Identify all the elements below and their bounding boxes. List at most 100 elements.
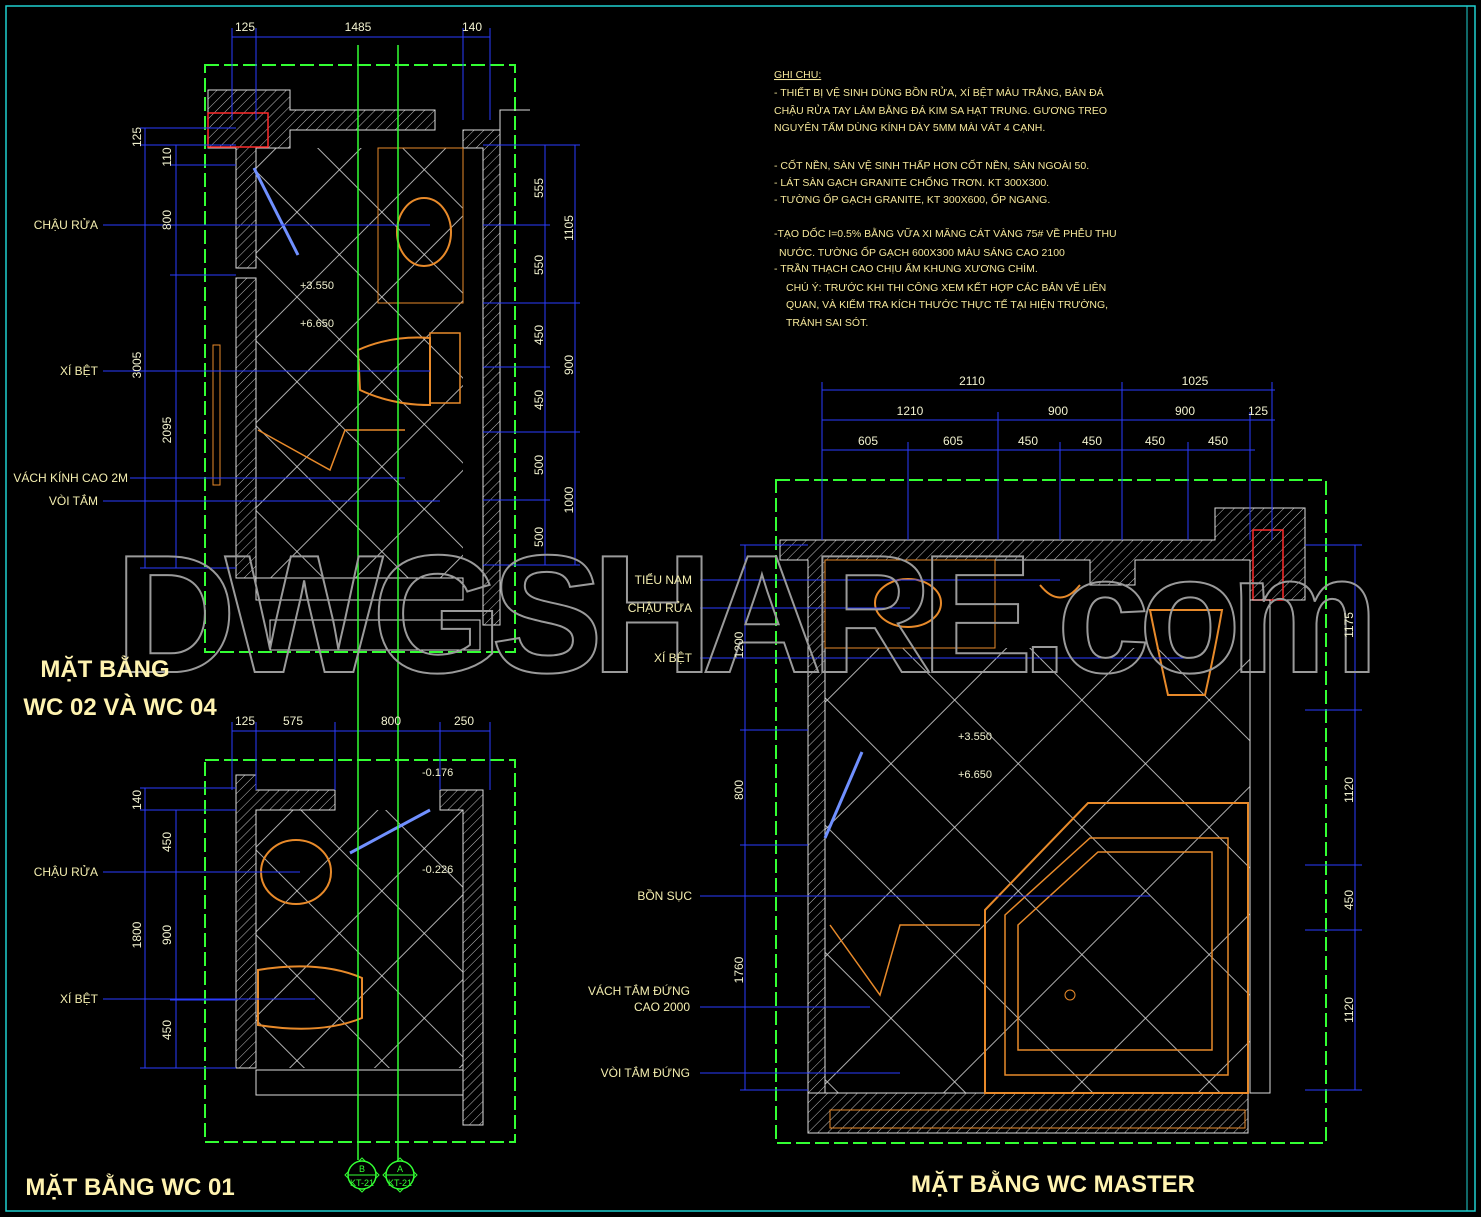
callout-label: TIỂU NAM [635,572,692,587]
dimension-text: 1210 [897,404,924,418]
floor-tiles [825,648,1250,1093]
level-marker: -0.226 [422,864,453,876]
notes-heading: GHI CHU: [774,69,821,81]
note-line: - CỐT NỀN, SÀN VỆ SINH THẤP HƠN CỐT NỀN,… [774,158,1089,172]
dimension-text: 450 [1342,890,1356,910]
drain-grate [829,1109,1246,1129]
callout-label: CAO 2000 [634,1000,690,1014]
plan-boundary [204,64,516,653]
dimension-text: 500 [532,527,546,547]
dimension-text: 140 [130,790,144,810]
glass-partition [257,429,405,472]
door-swing [252,167,300,256]
level-marker: +6.650 [958,769,992,781]
note-line: - TRẦN THẠCH CAO CHỊU ẨM KHUNG XƯƠNG CHÌ… [774,262,1038,275]
plan-title: MẶT BẰNG [40,655,169,683]
plan-wc01 [103,722,516,1143]
level-marker: +3.550 [958,731,992,743]
note-line: CHÚ Ý: TRƯỚC KHI THI CÔNG XEM KẾT HỢP CÁ… [786,281,1106,294]
sink-fixture [396,197,452,267]
dimension-text: 900 [1048,404,1068,418]
dimension-text: 1175 [1342,612,1356,638]
plan-master [700,382,1362,1144]
dimension-text: 2110 [959,374,985,388]
plan-title: MẶT BẰNG WC 01 [25,1173,234,1201]
bathtub-basin [1017,851,1213,1051]
dimension-text: 1485 [345,20,372,34]
dimension-lines [103,722,491,1069]
note-line: CHẬU RỬA TAY LÀM BẰNG ĐÁ KIM SA HẠT TRUN… [774,104,1107,117]
dimension-text: 450 [160,832,174,852]
callout-label: VÁCH TẮM ĐỨNG [588,983,690,998]
grid-bubble-a[interactable] [382,1157,418,1193]
callout-label: BỒN SỤC [637,888,692,903]
note-line: - TƯỜNG ỐP GẠCH GRANITE, KT 300X600, ỐP … [774,192,1050,206]
callout-label: VÒI TẮM ĐỨNG [601,1065,690,1080]
note-line: NGUYÊN TẤM DÙNG KÍNH DÀY 5MM MÀI VÁT 4 C… [774,121,1045,134]
dimension-text: 550 [532,255,546,275]
dimension-text: 900 [1175,404,1195,418]
dimension-text: 450 [1018,434,1038,448]
grid-bubble-letter: B [359,1164,365,1174]
urinal-fixture [1039,584,1081,599]
dimension-text: 110 [160,147,174,166]
callout-label: CHẬU RỬA [34,864,98,879]
wall-right [1249,599,1271,1094]
grid-bubble-letter: A [397,1164,403,1174]
dimension-text: 800 [381,714,401,728]
grid-lines [357,45,399,1160]
level-marker: -0.176 [422,767,453,779]
column [207,112,269,148]
dimension-text: 450 [532,390,546,410]
watermark: DWGSHARE.com [115,520,1375,708]
dimension-text: 900 [160,925,174,945]
bathtub-drain [1064,989,1076,1001]
note-line: NƯỚC. TƯỜNG ỐP GẠCH 600X300 MÀU SÁNG CAO… [779,245,1065,259]
dimension-text: 1800 [130,921,144,948]
grid-bubble-ref: KT-21 [388,1178,412,1188]
toilet-fixture [1148,609,1224,696]
dimension-text: 450 [1208,434,1228,448]
callout-label: CHẬU RỬA [34,217,98,232]
dimension-text: 1760 [732,956,746,983]
dimension-text: 605 [858,434,878,448]
dimension-lines [103,28,580,569]
dimension-text: 1025 [1182,374,1209,388]
dimension-text: 3005 [130,351,144,378]
plan-title: MẶT BẰNG WC MASTER [911,1170,1195,1198]
dimension-text: 900 [562,355,576,375]
dimension-text: 1200 [732,631,746,658]
dimension-text: 125 [130,127,144,147]
door-swing [823,751,864,839]
note-line: -TẠO DỐC I=0.5% BẰNG VỮA XI MĂNG CÁT VÀN… [774,226,1117,240]
vanity-counter [824,559,996,649]
dimension-text: 555 [532,178,546,198]
sheet-frame [5,5,1476,1212]
dimension-text: 1105 [562,215,576,241]
callout-label: XÍ BỆT [60,991,99,1006]
wall-bottom [269,619,481,651]
callout-label: XÍ BỆT [60,363,99,378]
bathtub-outline [984,802,1249,1094]
dimension-text: 575 [283,714,303,728]
sink-fixture [874,578,942,628]
dimension-text: 250 [454,714,474,728]
dimension-text: 1000 [562,486,576,513]
dimension-text: 1120 [1342,777,1356,803]
grid-bubble-b[interactable] [344,1157,380,1193]
dimension-text: 800 [732,780,746,800]
wall-bottom [255,577,464,601]
glass-panel [212,344,221,486]
level-marker: +6.650 [300,318,334,330]
grid-bubble-ref: KT-21 [350,1178,374,1188]
note-line: QUAN, VÀ KIỂM TRA KÍCH THƯỚC THỰC TẾ TẠI… [786,298,1108,311]
dimension-text: 1120 [1342,997,1356,1023]
dimension-text: 2095 [160,416,174,443]
dimension-text: 125 [235,20,255,34]
note-line: TRÁNH SAI SÓT. [786,316,868,329]
dimension-text: 140 [462,20,482,34]
dimension-text: 450 [532,325,546,345]
plan-wc02-04 [103,28,580,653]
wall [807,1092,1249,1134]
